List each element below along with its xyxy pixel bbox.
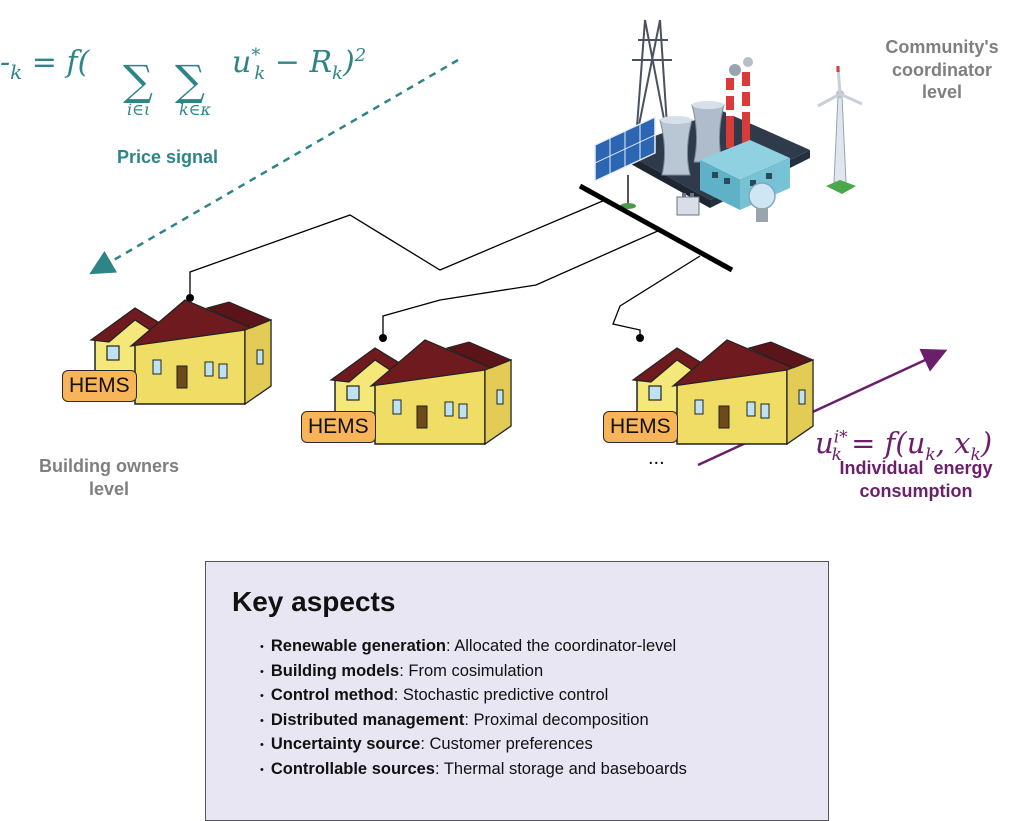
key-aspects-title: Key aspects — [232, 586, 396, 617]
coordinator-label-line-3: level — [921, 82, 963, 102]
coordinator-level-label: Community's coordinator level — [868, 36, 1016, 104]
aspect-desc: : Allocated the coordinator-level — [446, 637, 677, 655]
aspect-term: Building models — [270, 661, 400, 680]
sum-symbol-k: ∑ — [175, 56, 205, 105]
individual-label-line-1: Individual energy — [839, 458, 993, 478]
connection-line-1 — [189, 199, 606, 298]
individual-consumption-arrow — [697, 348, 948, 467]
key-aspects-panel: Key aspects Renewable generation: Alloca… — [205, 561, 829, 821]
price-signal-label: Price signal — [117, 147, 219, 167]
aspect-desc: : Proximal decomposition — [464, 710, 649, 729]
price-signal-arrow — [89, 58, 459, 275]
wind-turbine-icon — [817, 65, 863, 194]
individual-formula-text: ui*k = f(uk, xk) — [815, 426, 993, 465]
aspect-desc: : From cosimulation — [399, 661, 544, 680]
coordinator-label-line-2: coordinator — [891, 59, 992, 80]
price-formula-text: -k = f( — [0, 45, 90, 84]
list-item: Building models: From cosimulation — [260, 660, 687, 685]
key-aspects-list: Renewable generation: Allocated the coor… — [260, 635, 687, 782]
price-formula-left: -k = f( — [0, 45, 89, 84]
power-plant-icon — [594, 19, 810, 222]
aspect-term: Uncertainty source — [270, 735, 421, 753]
more-buildings-ellipsis: ... — [648, 447, 665, 469]
individual-consumption-label: Individual energy consumption — [800, 457, 1032, 502]
bus-bar — [578, 183, 734, 273]
list-item: Distributed management: Proximal decompo… — [260, 709, 687, 734]
aspect-desc: : Stochastic predictive control — [393, 686, 609, 704]
building-label-line-1: Building owners — [38, 456, 179, 476]
house-icon-1 — [89, 299, 273, 406]
connection-node-1 — [186, 294, 194, 302]
price-formula-right: u*k − Rk)2 — [232, 45, 366, 84]
connection-node-2 — [379, 334, 387, 342]
aspect-desc: : Customer preferences — [420, 735, 593, 753]
connection-node-3 — [636, 334, 644, 342]
price-sub-i: i∈ι — [127, 100, 151, 119]
aspect-term: Control method — [270, 686, 394, 704]
aspect-term: Renewable generation — [270, 637, 446, 655]
aspect-term: Distributed management — [270, 710, 465, 729]
hems-badge-3: HEMS — [603, 411, 678, 444]
list-item: Controllable sources: Thermal storage an… — [260, 758, 687, 783]
price-sub-k: k∈κ — [179, 100, 212, 119]
coordinator-label-line-1: Community's — [885, 37, 999, 57]
individual-formula: ui*k = f(uk, xk) — [815, 426, 992, 465]
connection-line-2 — [382, 229, 661, 338]
individual-label-line-2: consumption — [859, 480, 973, 501]
hems-badge-2: HEMS — [301, 411, 376, 444]
price-formula-rest: u*k − Rk)2 — [232, 45, 367, 84]
aspect-desc: : Thermal storage and baseboards — [434, 759, 687, 778]
hems-badge-1: HEMS — [62, 370, 137, 403]
aspect-term: Controllable sources — [270, 759, 435, 778]
list-item: Renewable generation: Allocated the coor… — [260, 635, 687, 660]
list-item: Uncertainty source: Customer preferences — [260, 733, 687, 758]
building-label-line-2: level — [88, 478, 130, 499]
building-owners-label: Building owners level — [18, 455, 200, 500]
sum-symbol-i: ∑ — [123, 56, 153, 105]
connection-line-3 — [612, 255, 701, 338]
list-item: Control method: Stochastic predictive co… — [260, 684, 687, 709]
